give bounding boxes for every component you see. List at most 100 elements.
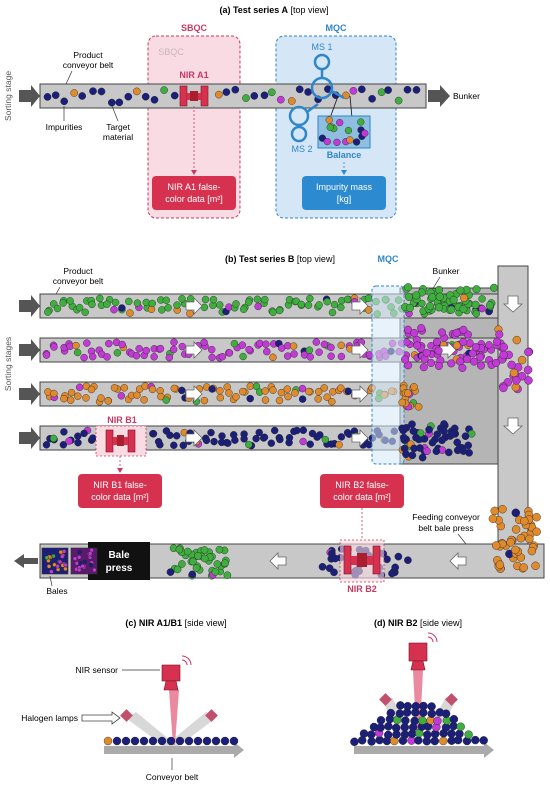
chute-particle	[531, 561, 540, 570]
bunker-particle	[492, 358, 501, 367]
ms1-robot-icon	[310, 53, 345, 100]
belt-green-particle	[478, 295, 486, 303]
belt-orange-particle	[323, 393, 331, 401]
belt-magenta-particle	[207, 345, 216, 354]
belt-orange-particle	[162, 396, 170, 404]
belt-orange-particle	[87, 385, 96, 394]
bale-particle	[49, 569, 54, 574]
belt-green-particle	[59, 299, 67, 307]
product-belt-label-a1: Product	[73, 50, 103, 60]
chute-particle	[511, 508, 520, 517]
bunker-particle	[447, 359, 456, 368]
panel-d-particle	[395, 709, 405, 718]
flow-arrow	[351, 341, 369, 359]
belt-orange-particle	[238, 387, 247, 396]
bunker-particle	[438, 436, 446, 445]
belt-navy-particle	[337, 433, 346, 441]
belt-green-particle	[201, 295, 210, 304]
panel-c-particle	[211, 736, 221, 746]
bunker-label: Bunker	[453, 91, 480, 101]
belt-orange-particle	[225, 389, 233, 397]
feed-particle	[194, 552, 202, 560]
feed-particle	[175, 545, 184, 554]
belt-green-particle	[158, 306, 166, 314]
belt-magenta-particle	[225, 349, 234, 357]
panel-c-particle	[130, 736, 140, 746]
panel-d-particle	[479, 736, 488, 745]
sbqc-faded-label: SBQC	[158, 47, 184, 57]
chute-particle	[520, 516, 529, 526]
nir-a1-sensor-icon	[179, 85, 209, 107]
belt-navy-particle	[343, 429, 352, 437]
belt-magenta-particle	[320, 340, 329, 349]
halogen-lamps-label: Halogen lamps	[21, 713, 78, 723]
belt-green-particle	[306, 294, 314, 303]
bale-particle	[78, 561, 83, 566]
nir-b2-data-box	[320, 474, 404, 508]
feed-particle	[215, 545, 224, 554]
halogen-pointer-arrow	[81, 711, 121, 725]
bunker-particle	[444, 448, 453, 457]
ms2-label: MS 2	[291, 144, 312, 154]
chute-particles	[488, 295, 541, 573]
bunker-particle	[459, 337, 468, 346]
belt-green-particle	[337, 303, 345, 312]
belt-green-particle	[269, 308, 277, 316]
panel-d-particle	[427, 709, 436, 718]
belt-a-particle	[295, 85, 304, 94]
belt-green-particle	[323, 298, 331, 306]
belt-magenta-particle	[239, 352, 247, 361]
bunker-particle	[432, 338, 441, 347]
belt-green-particle	[253, 295, 262, 303]
belt-orange-particle	[208, 385, 216, 393]
impurity-mass-line2: [kg]	[337, 194, 352, 204]
belt-green-particle	[478, 304, 486, 313]
bunker-particle	[459, 325, 468, 334]
panel-c-particle	[112, 736, 122, 746]
belt-green-particle	[472, 310, 480, 318]
panel-c-particle	[184, 736, 194, 746]
belt-orange-particle	[50, 389, 58, 398]
panel-d-particle	[411, 702, 420, 711]
bunker-particle	[455, 443, 464, 452]
stage-input-arrow	[19, 383, 40, 405]
nir-b2-data-line2: color data [m²]	[333, 492, 391, 502]
belt-a-particle	[412, 86, 421, 94]
feed-particle	[183, 547, 192, 556]
panel-d-particle	[433, 716, 442, 726]
belt-navy-particle	[276, 435, 284, 444]
belt-magenta-particle	[289, 342, 298, 350]
belt-navy-particle	[207, 428, 215, 437]
feed-particle	[192, 564, 201, 572]
belt-navy-particle	[210, 437, 218, 446]
panel-c-particle	[175, 736, 185, 746]
belt-magenta-particle	[312, 338, 320, 346]
stage-input-arrow	[19, 339, 40, 361]
panel-d-particles	[350, 701, 488, 746]
chute-particle	[499, 350, 508, 360]
bale-particle	[46, 564, 52, 569]
belt-magenta-particle	[88, 353, 97, 361]
bale-particle	[63, 566, 68, 572]
bales-pointer	[49, 575, 53, 587]
belt-magenta-particle	[269, 353, 277, 361]
panel-d-particle	[430, 736, 439, 746]
bunker-particles	[398, 283, 504, 462]
belt-a-particle	[70, 89, 78, 97]
panel-d-particle	[455, 729, 464, 738]
belt-orange-particle	[120, 384, 129, 392]
bunker-particle	[401, 355, 410, 364]
feed-particle	[391, 563, 400, 572]
belt-a-particle	[43, 93, 52, 101]
belt-orange-particle	[140, 396, 148, 404]
belt-orange-particle	[328, 398, 336, 406]
chute-particle	[490, 506, 499, 516]
bunker-particle	[404, 389, 412, 398]
flow-arrow	[439, 341, 457, 359]
belt-green-particle	[178, 295, 186, 303]
belt-magenta-particle	[73, 348, 82, 357]
belt-a-particle	[260, 91, 269, 100]
product-belt-pointer	[65, 70, 73, 85]
belt-navy-particle	[202, 436, 211, 445]
belt-green-particle	[275, 306, 284, 315]
